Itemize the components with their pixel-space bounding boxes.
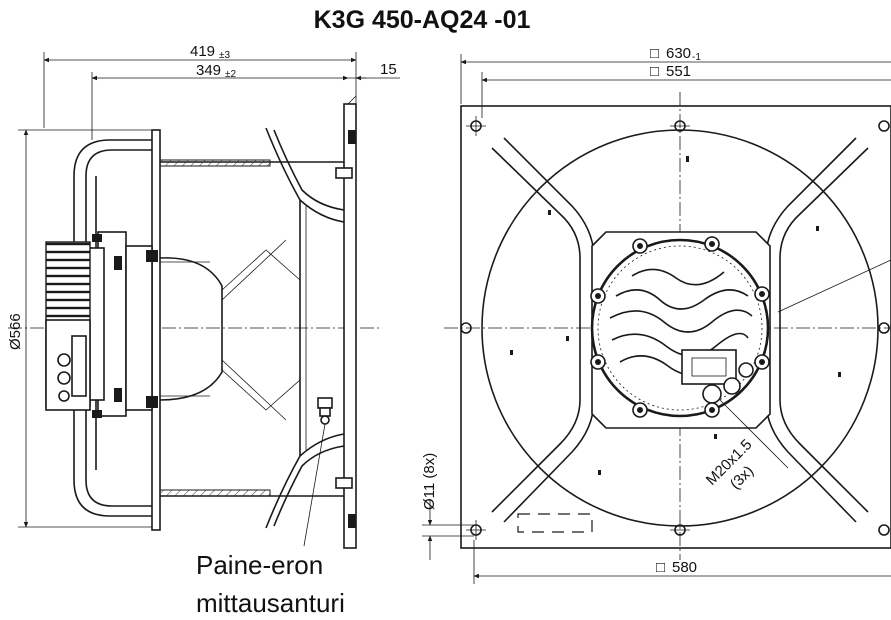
side-view: 419 ±3 349 ±2 15 Ø566 [7, 43, 400, 618]
dim-bolt-top: □ 551 [481, 63, 891, 118]
motor [45, 231, 223, 418]
dim-419-label: 419 [190, 43, 215, 60]
dim-566-label: Ø566 [7, 313, 24, 350]
mounting-holes [460, 116, 890, 540]
impeller [159, 127, 348, 529]
blade-marks [510, 156, 841, 475]
label-outline [517, 513, 593, 533]
dim-551-label: 551 [666, 63, 691, 80]
dim-419-tol: ±3 [219, 50, 230, 61]
dim-15-label: 15 [380, 61, 397, 78]
motor-bolts [590, 236, 770, 418]
callout-line-1: Paine-eron [196, 550, 323, 580]
motor-front [590, 238, 770, 418]
front-view: □ 630 -1 □ 551 □ 580 Ø11 (8x) [421, 45, 891, 584]
dim-630-prefix: □ [650, 45, 659, 62]
dim-551-prefix: □ [650, 63, 659, 80]
drawing-title: K3G 450-AQ24 -01 [314, 6, 531, 34]
dim-349-tol: ±2 [225, 69, 236, 80]
dim-flange: 15 [348, 61, 400, 81]
dim-overall-length: 419 ±3 [43, 43, 357, 128]
dim-bolt-bottom: □ 580 [473, 540, 891, 584]
dim-349-label: 349 [196, 62, 221, 79]
dim-diameter: Ø566 [7, 129, 160, 528]
callout-line-2: mittausanturi [196, 588, 345, 618]
leader-line [777, 259, 891, 313]
dim-630-tol: -1 [692, 52, 701, 63]
dim-plate-width: □ 630 -1 [460, 45, 891, 104]
pressure-sensor [303, 397, 333, 547]
motor-flange [151, 129, 161, 531]
dim-11-label: Ø11 (8x) [421, 453, 438, 510]
dim-hole-diameter: Ø11 (8x) [421, 453, 474, 560]
dim-630-label: 630 [666, 45, 691, 62]
inlet-plate [335, 95, 357, 549]
dim-580-prefix: □ [656, 559, 665, 576]
dim-inner-length: 349 ±2 [91, 62, 349, 140]
inlet-ring [481, 129, 879, 527]
dim-580-label: 580 [672, 559, 697, 576]
